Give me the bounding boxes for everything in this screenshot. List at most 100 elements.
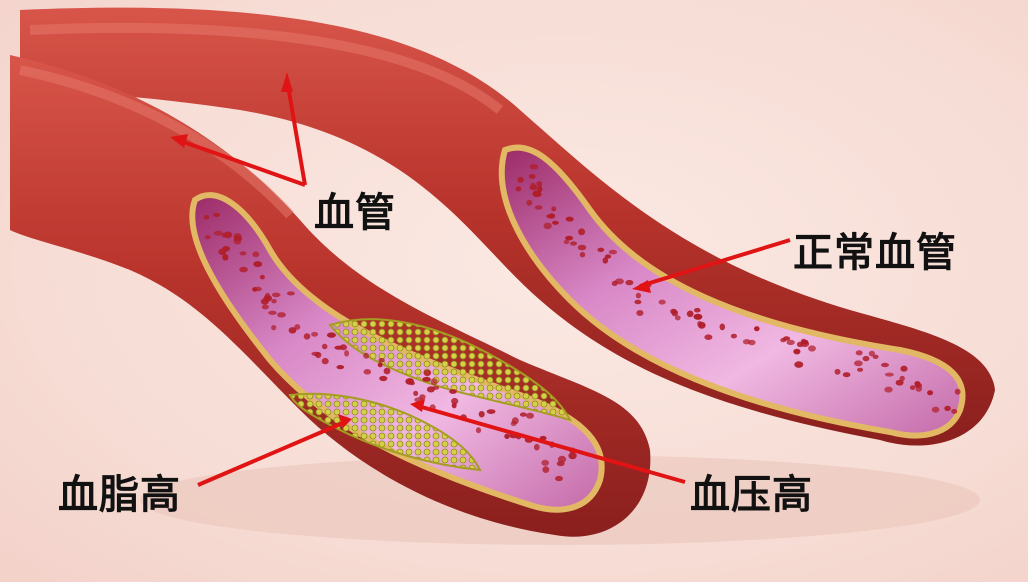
red-blood-cell (517, 176, 524, 183)
red-blood-cell (872, 354, 879, 359)
red-blood-cell (383, 367, 391, 375)
red-blood-cell (271, 299, 277, 304)
red-blood-cells (203, 164, 961, 482)
red-blood-cell (303, 333, 311, 340)
red-blood-cell (311, 351, 320, 356)
red-blood-cell (378, 358, 385, 363)
red-blood-cell (754, 326, 760, 332)
label-high-blood-pressure: 血压高 (690, 472, 813, 518)
red-blood-cell (909, 385, 916, 390)
red-blood-cell (478, 411, 485, 418)
red-blood-cell (674, 315, 681, 321)
red-blood-cell (794, 361, 804, 368)
red-blood-cell (636, 310, 644, 316)
pointer-lines (170, 72, 791, 487)
red-blood-cell (515, 186, 522, 192)
red-blood-cell (868, 350, 876, 357)
red-blood-cell (286, 291, 295, 296)
red-blood-cell (222, 254, 229, 261)
red-blood-cell (426, 386, 435, 393)
red-blood-cell (529, 164, 539, 170)
red-blood-cell (260, 298, 269, 305)
pointer-vessel-lower-arrow (170, 134, 188, 148)
red-blood-cell (534, 205, 543, 210)
red-blood-cell (277, 312, 286, 318)
red-blood-cell (915, 385, 923, 392)
red-blood-cell (796, 341, 804, 348)
red-blood-cell (635, 292, 642, 299)
red-blood-cell (253, 286, 262, 292)
red-blood-cell (719, 323, 726, 331)
red-blood-cell (801, 339, 809, 345)
red-blood-cell (339, 344, 347, 351)
red-blood-cell (951, 408, 958, 414)
red-blood-cell (543, 222, 552, 230)
red-blood-cell (686, 310, 694, 318)
red-blood-cell (526, 412, 534, 419)
red-blood-cell (694, 307, 701, 313)
normal-vessel-lumen (498, 144, 966, 439)
red-blood-cell (449, 389, 457, 394)
pointer-bp (417, 404, 686, 484)
red-blood-cell (336, 365, 345, 370)
red-blood-cell (344, 350, 350, 357)
red-blood-cell (475, 427, 482, 434)
red-blood-cell (611, 280, 618, 286)
red-blood-cell (261, 304, 269, 310)
red-blood-cell (252, 251, 260, 258)
red-blood-cell (294, 324, 301, 330)
red-blood-cell (546, 214, 553, 219)
pointer-vessel-lower (177, 138, 306, 187)
red-blood-cell (742, 339, 751, 345)
red-blood-cell (608, 249, 618, 255)
red-blood-cell (532, 190, 542, 198)
red-blood-cell (203, 214, 210, 220)
red-blood-cell (542, 466, 550, 473)
red-blood-cell (259, 274, 265, 280)
red-blood-cell (526, 199, 533, 206)
red-blood-cell (597, 247, 605, 252)
label-vessel: 血管 (314, 190, 396, 236)
pointer-vessel-upper (285, 79, 307, 186)
red-blood-cell (541, 459, 549, 466)
red-blood-cell (271, 325, 277, 331)
red-blood-cell (570, 241, 577, 246)
red-blood-cell (565, 216, 574, 222)
red-blood-cell (704, 334, 713, 341)
label-normal-vessel: 正常血管 (793, 230, 957, 276)
red-blood-cell (311, 331, 319, 337)
red-blood-cell (730, 333, 738, 339)
red-blood-cell (694, 314, 703, 320)
red-blood-cell (857, 367, 864, 372)
red-blood-cell (363, 369, 372, 375)
red-blood-cell (213, 230, 223, 236)
red-blood-cell (698, 321, 706, 329)
red-blood-cell (786, 339, 795, 346)
red-blood-cell (780, 338, 787, 343)
pointer-vessel-upper-arrow (281, 72, 293, 92)
red-blood-cell (213, 212, 220, 217)
red-blood-cell (602, 257, 609, 264)
red-blood-cell (914, 381, 921, 386)
red-blood-cell (884, 372, 894, 377)
red-blood-cell (530, 182, 537, 189)
red-blood-cell (253, 261, 263, 268)
red-blood-cell (568, 452, 577, 460)
red-blood-cell (842, 372, 851, 378)
pointer-normal (639, 238, 791, 288)
red-blood-cell (579, 252, 586, 258)
red-blood-cell (556, 460, 565, 467)
pointer-lipid-arrow (338, 414, 352, 428)
red-blood-cell (884, 386, 893, 393)
red-blood-cell (658, 299, 666, 305)
red-blood-cell (430, 378, 438, 386)
red-blood-cell (239, 251, 247, 256)
red-blood-cell (671, 309, 679, 317)
red-blood-cell (233, 237, 242, 245)
red-blood-cell (899, 375, 905, 382)
red-blood-cell (881, 362, 889, 368)
diseased-vessel-highlight (18, 65, 294, 219)
red-blood-cell (854, 360, 863, 367)
